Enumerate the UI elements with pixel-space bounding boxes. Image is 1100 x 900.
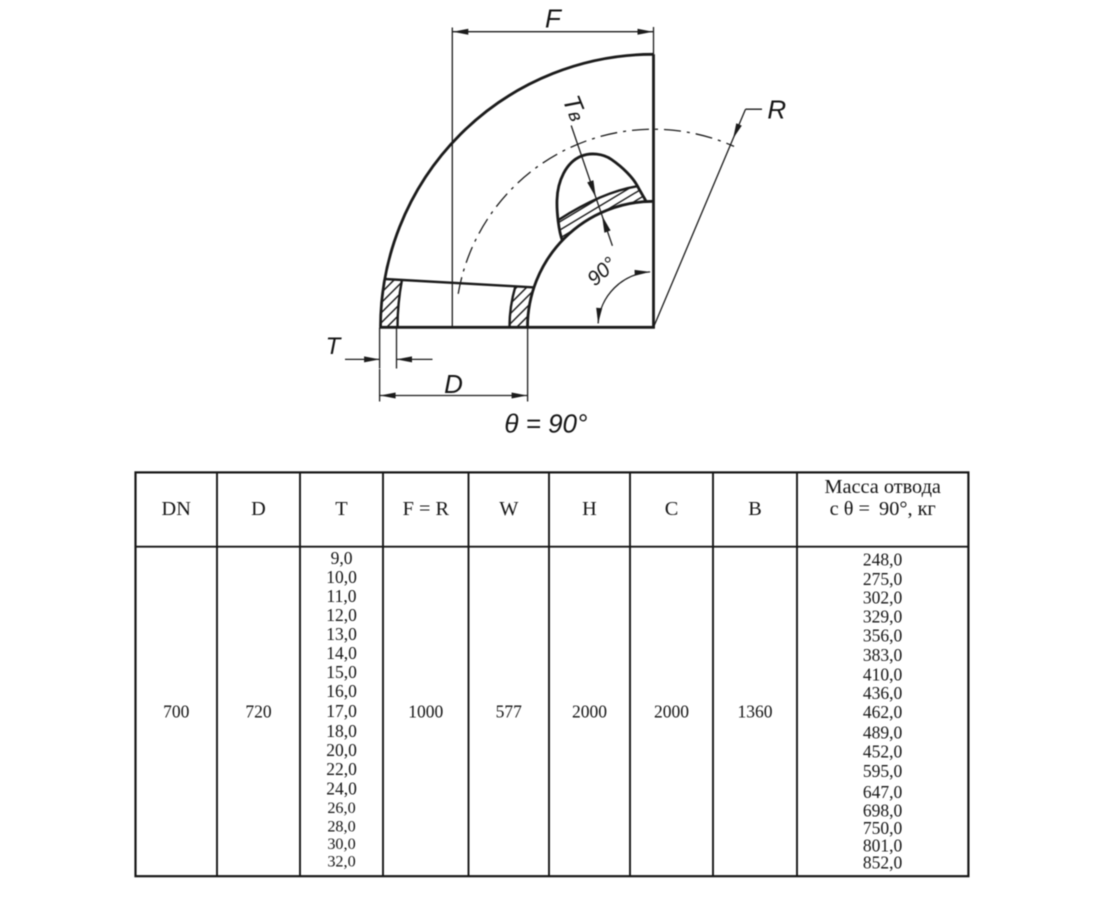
svg-text:720: 720 bbox=[245, 702, 272, 722]
svg-text:700: 700 bbox=[163, 702, 190, 722]
svg-text:356,0: 356,0 bbox=[863, 625, 903, 645]
svg-text:2000: 2000 bbox=[572, 702, 607, 722]
svg-text:462,0: 462,0 bbox=[863, 702, 903, 722]
svg-text:698,0: 698,0 bbox=[863, 801, 903, 821]
svg-text:R: R bbox=[767, 95, 786, 125]
svg-text:10,0: 10,0 bbox=[326, 567, 357, 587]
svg-text:2000: 2000 bbox=[654, 702, 689, 722]
svg-text:436,0: 436,0 bbox=[863, 683, 903, 703]
svg-text:B: B bbox=[748, 498, 762, 520]
svg-text:13,0: 13,0 bbox=[326, 624, 357, 644]
svg-text:32,0: 32,0 bbox=[327, 853, 355, 871]
svg-text:20,0: 20,0 bbox=[326, 740, 357, 760]
svg-text:275,0: 275,0 bbox=[863, 569, 903, 589]
svg-text:750,0: 750,0 bbox=[863, 818, 903, 838]
svg-text:1000: 1000 bbox=[408, 702, 443, 722]
svg-text:с θ = 90°, кг: с θ = 90°, кг bbox=[830, 498, 936, 520]
svg-text:14,0: 14,0 bbox=[326, 643, 357, 663]
svg-text:852,0: 852,0 bbox=[863, 853, 903, 873]
svg-text:W: W bbox=[499, 498, 519, 520]
svg-text:1360: 1360 bbox=[738, 702, 773, 722]
svg-text:D: D bbox=[251, 498, 266, 520]
svg-text:801,0: 801,0 bbox=[863, 836, 903, 856]
svg-text:383,0: 383,0 bbox=[863, 645, 903, 665]
svg-text:Масса отвода: Масса отвода bbox=[824, 476, 940, 498]
svg-text:15,0: 15,0 bbox=[326, 662, 357, 682]
svg-text:410,0: 410,0 bbox=[863, 664, 903, 684]
svg-text:H: H bbox=[582, 498, 597, 520]
svg-text:16,0: 16,0 bbox=[326, 681, 357, 701]
svg-text:647,0: 647,0 bbox=[863, 782, 903, 802]
svg-text:18,0: 18,0 bbox=[326, 721, 357, 741]
svg-text:T: T bbox=[335, 498, 348, 520]
svg-text:595,0: 595,0 bbox=[863, 761, 903, 781]
svg-text:452,0: 452,0 bbox=[863, 742, 903, 762]
svg-text:24,0: 24,0 bbox=[326, 778, 357, 798]
svg-text:DN: DN bbox=[162, 498, 192, 520]
svg-text:22,0: 22,0 bbox=[326, 759, 357, 779]
svg-text:26,0: 26,0 bbox=[327, 799, 355, 817]
svg-text:12,0: 12,0 bbox=[326, 605, 357, 625]
svg-text:329,0: 329,0 bbox=[863, 607, 903, 627]
svg-text:28,0: 28,0 bbox=[327, 818, 355, 836]
svg-text:9,0: 9,0 bbox=[331, 548, 353, 568]
svg-text:F: F bbox=[545, 4, 563, 34]
svg-text:30,0: 30,0 bbox=[327, 835, 355, 853]
svg-text:248,0: 248,0 bbox=[863, 550, 903, 570]
svg-text:577: 577 bbox=[496, 702, 523, 722]
svg-text:F = R: F = R bbox=[403, 498, 450, 520]
svg-text:T: T bbox=[326, 333, 343, 360]
svg-text:C: C bbox=[665, 498, 679, 520]
svg-text:θ = 90°: θ = 90° bbox=[504, 409, 587, 439]
svg-text:302,0: 302,0 bbox=[863, 588, 903, 608]
svg-text:D: D bbox=[444, 369, 463, 399]
svg-text:17,0: 17,0 bbox=[326, 701, 357, 721]
svg-text:11,0: 11,0 bbox=[327, 586, 357, 606]
svg-text:489,0: 489,0 bbox=[863, 722, 903, 742]
